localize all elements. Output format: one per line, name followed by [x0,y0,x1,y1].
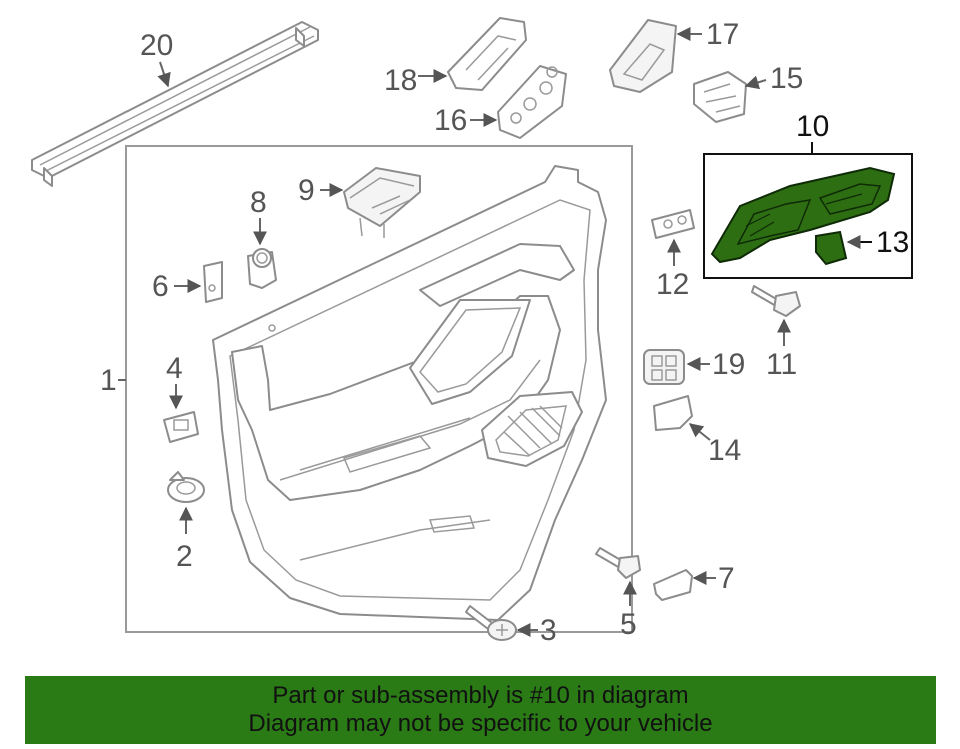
label-2: 2 [176,540,193,573]
label-10: 10 [796,110,829,143]
part-13-switch-cover[interactable] [815,230,848,266]
part-10-callout-box [703,153,913,279]
part-9-switch-bezel[interactable] [343,167,421,238]
label-6: 6 [152,270,169,303]
label-17: 17 [706,18,739,51]
part-7-clip[interactable] [653,569,693,601]
part-5-bolt[interactable] [595,547,641,579]
part-14-cover[interactable] [653,395,693,431]
leader-20 [157,61,171,88]
label-12: 12 [656,268,689,301]
label-18: 18 [384,64,417,97]
part-2-push-pin[interactable] [167,471,205,503]
part-1-bracket-box [125,145,633,633]
label-13: 13 [876,226,909,259]
part-3-screw[interactable] [465,605,517,641]
label-9: 9 [298,174,315,207]
label-1: 1 [100,364,117,397]
banner-line-2: Diagram may not be specific to your vehi… [248,710,713,737]
banner-line-1: Part or sub-assembly is #10 in diagram [272,682,689,709]
pull-handle-body [710,166,896,264]
part-20-belt-molding[interactable] [31,21,319,187]
label-5: 5 [620,608,637,641]
label-19: 19 [712,348,745,381]
label-14: 14 [708,434,741,467]
info-banner: Part or sub-assembly is #10 in diagram D… [25,676,936,744]
label-15: 15 [770,62,803,95]
part-10-pull-handle[interactable] [710,166,896,264]
leader-14 [688,423,711,441]
part-6-retainer[interactable] [203,261,223,303]
door-trim-panel [212,165,607,621]
part-4-clip[interactable] [163,411,199,443]
part-15-bracket[interactable] [693,71,747,123]
label-16: 16 [434,104,467,137]
label-8: 8 [250,186,267,219]
part-11-bolt[interactable] [751,285,801,317]
label-4: 4 [166,352,183,385]
part-17-handle-bezel[interactable] [609,19,677,93]
part-18-switch[interactable] [447,17,527,91]
label-20: 20 [140,29,173,62]
part-19-switch[interactable] [643,349,685,385]
part-8-clip[interactable] [247,248,277,289]
label-3: 3 [540,614,557,647]
part-12-clip[interactable] [651,209,695,239]
leader-15 [744,75,767,90]
label-11: 11 [766,348,797,381]
label-7: 7 [718,562,735,595]
part-16-window-switch[interactable] [497,65,567,139]
